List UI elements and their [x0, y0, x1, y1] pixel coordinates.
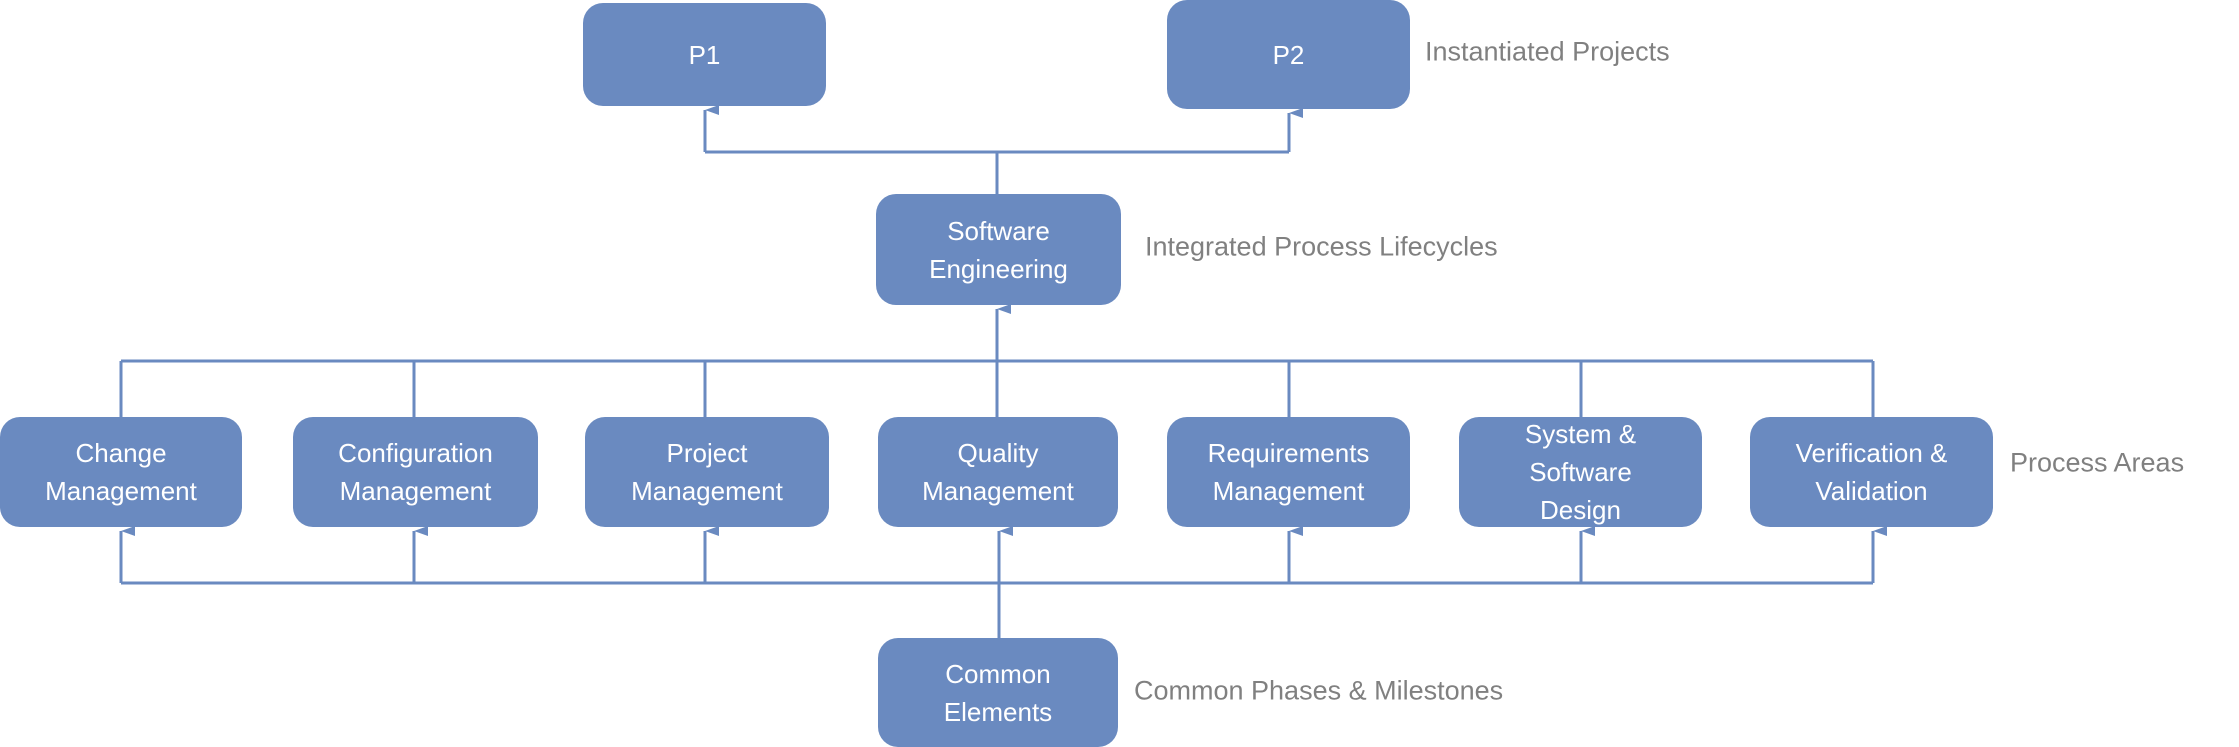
process-area-project-management[interactable]: Project Management — [585, 417, 829, 527]
project-box-p2[interactable]: P2 — [1167, 0, 1410, 109]
process-area-verification-validation[interactable]: Verification & Validation — [1750, 417, 1993, 527]
process-area-configuration-management[interactable]: Configuration Management — [293, 417, 538, 527]
layer-label-process-areas: Process Areas — [2010, 447, 2185, 478]
lifecycle-label: Software Engineering — [929, 215, 1068, 284]
common-elements-box[interactable]: Common Elements — [878, 638, 1118, 747]
process-area-label: Configuration Management — [338, 438, 493, 506]
process-area-requirements-management[interactable]: Requirements Management — [1167, 417, 1410, 527]
layer-label-common: Common Phases & Milestones — [1134, 675, 1504, 706]
process-area-label: Quality Management — [922, 438, 1074, 506]
process-area-label: Change Management — [45, 438, 197, 506]
process-area-label: Verification & Validation — [1795, 438, 1948, 506]
project-label: P2 — [1272, 39, 1305, 70]
project-box-p1[interactable]: P1 — [583, 3, 826, 106]
project-label: P1 — [688, 39, 721, 70]
layer-label-lifecycle: Integrated Process Lifecycles — [1145, 231, 1498, 262]
lifecycle-box-software-engineering[interactable]: Software Engineering — [876, 194, 1121, 305]
process-area-label: Requirements Management — [1207, 438, 1370, 506]
process-area-change-management[interactable]: Change Management — [0, 417, 242, 527]
common-label: Common Elements — [943, 658, 1053, 727]
process-area-label: Project Management — [631, 438, 783, 506]
process-area-system-software-design[interactable]: System & Software Design — [1459, 417, 1702, 527]
process-area-quality-management[interactable]: Quality Management — [878, 417, 1118, 527]
process-area-label: System & Software Design — [1524, 419, 1637, 525]
layer-label-projects: Instantiated Projects — [1425, 36, 1670, 67]
